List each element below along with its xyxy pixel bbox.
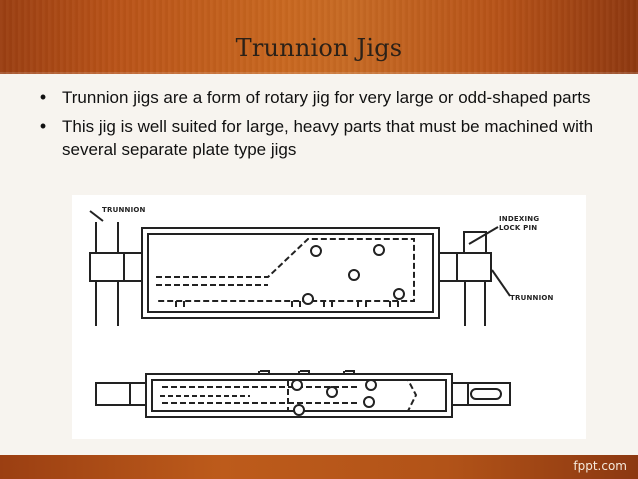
- left-support-lower: [95, 281, 119, 326]
- trunnion-jig-diagram: TRUNNION INDEXING LOCK PIN TRUNNION: [72, 195, 586, 439]
- index-leader-line: [468, 226, 499, 245]
- left-trunnion-neck: [123, 252, 143, 282]
- bullet-list: • Trunnion jigs are a form of rotary jig…: [34, 86, 604, 167]
- left-leader-line: [89, 210, 104, 222]
- bullet-item-1: • Trunnion jigs are a form of rotary jig…: [34, 86, 604, 109]
- label-indexing-line2: LOCK PIN: [499, 224, 537, 232]
- bullet-text-2: This jig is well suited for large, heavy…: [62, 117, 594, 159]
- label-indexing-line1: INDEXING: [499, 215, 539, 223]
- top-view: [89, 210, 511, 326]
- bottom-bolts: [291, 379, 377, 416]
- right-trunnion-cap: [456, 252, 492, 282]
- title-band: [0, 0, 638, 74]
- right-support-lower: [464, 281, 486, 326]
- top-inner-frame: [147, 233, 434, 313]
- bottom-right-slot: [470, 388, 502, 400]
- top-part-outline: [156, 238, 415, 302]
- bullet-icon: •: [39, 87, 47, 107]
- footer-brand: fppt.com: [573, 459, 627, 473]
- bullet-text-1: Trunnion jigs are a form of rotary jig f…: [62, 88, 591, 107]
- bullet-icon: •: [39, 116, 47, 136]
- bottom-top-clamp-ends: [258, 371, 355, 374]
- left-support-lines: [95, 222, 119, 253]
- bottom-left-neck: [129, 382, 147, 406]
- footer-band: [0, 455, 638, 479]
- bullet-item-2: • This jig is well suited for large, hea…: [34, 115, 604, 161]
- bottom-right-cap: [467, 382, 511, 406]
- label-trunnion-left: TRUNNION: [102, 206, 146, 214]
- top-bolts: [302, 244, 405, 305]
- slide-title: Trunnion Jigs: [235, 34, 403, 62]
- right-leader-line: [491, 269, 511, 297]
- top-clamp-marks: [175, 301, 399, 307]
- label-trunnion-right: TRUNNION: [510, 294, 554, 302]
- right-support-top: [463, 231, 487, 253]
- diagram-drawing: TRUNNION INDEXING LOCK PIN TRUNNION: [72, 195, 586, 439]
